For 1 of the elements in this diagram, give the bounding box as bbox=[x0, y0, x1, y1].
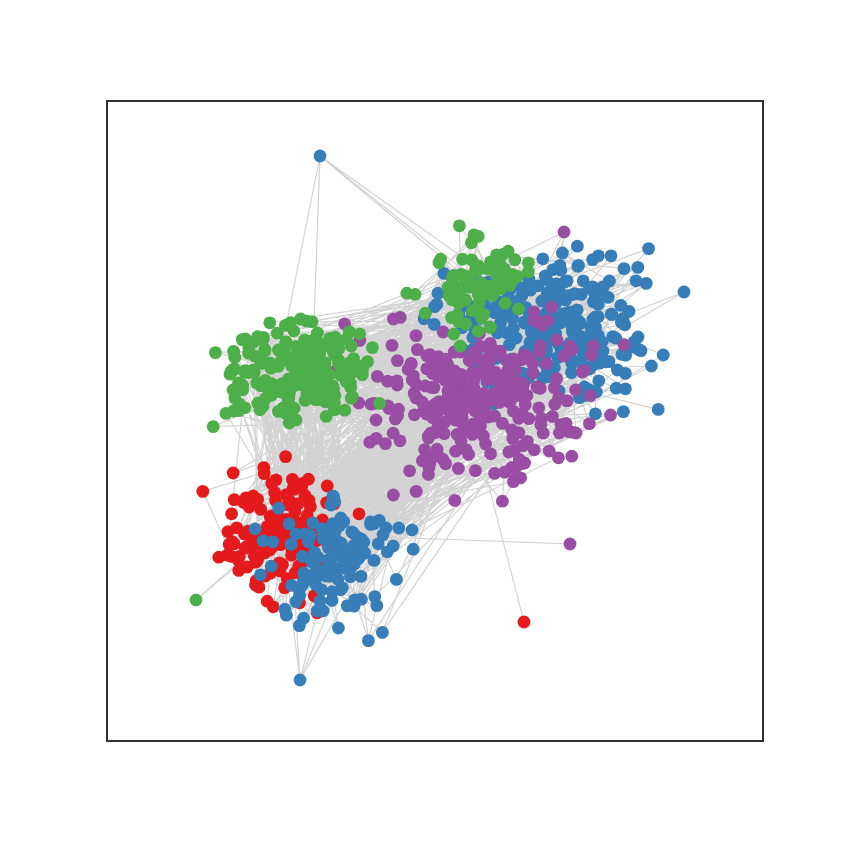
plot-frame bbox=[106, 100, 764, 742]
